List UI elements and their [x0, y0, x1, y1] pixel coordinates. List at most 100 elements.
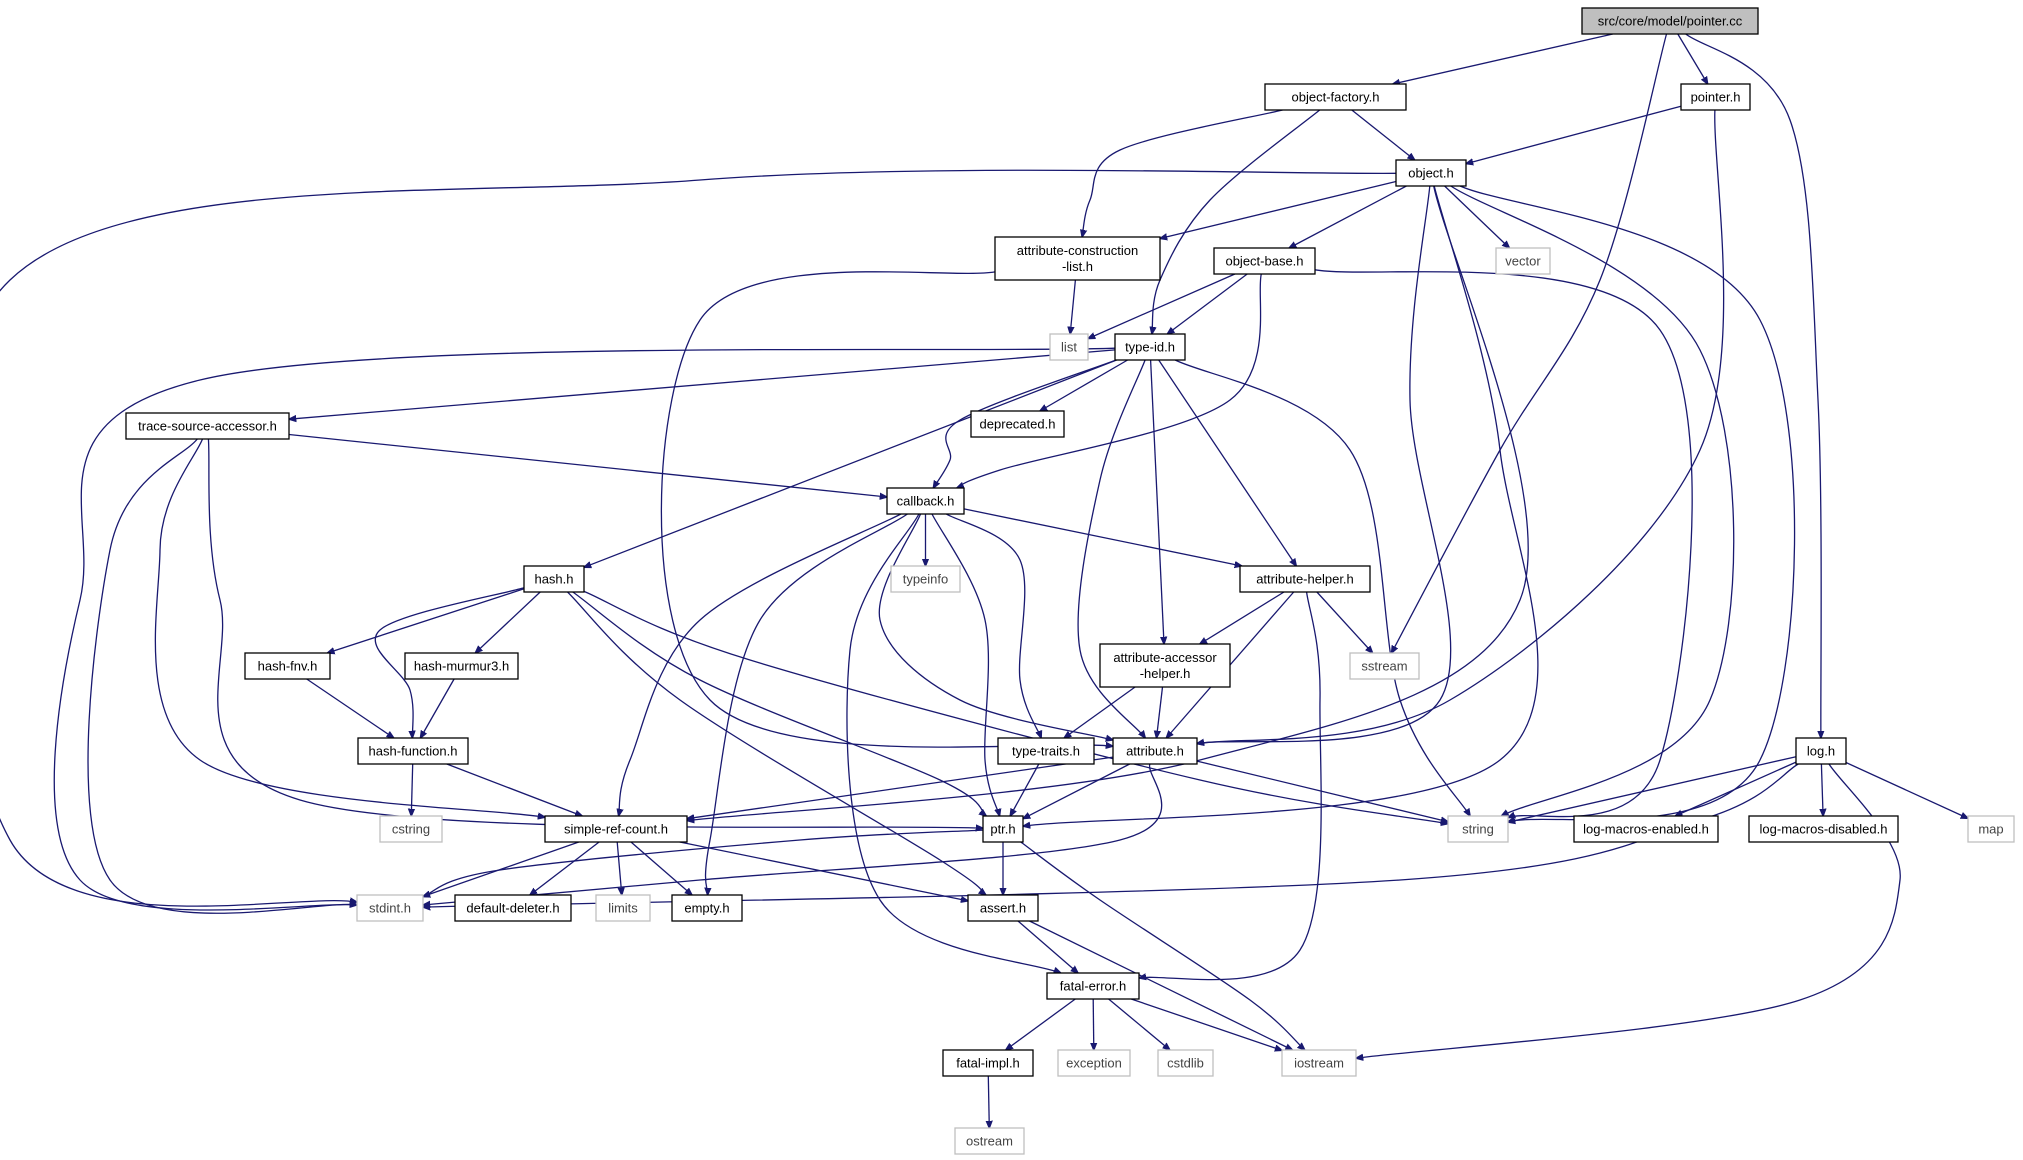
edge-path: [1010, 763, 1040, 816]
edge-object-to-simple-ref: [687, 185, 1529, 821]
edge-attr-construction-to-list: [1070, 279, 1077, 334]
node-hash-murmur[interactable]: hash-murmur3.h: [404, 652, 519, 680]
edge-attr-helper-to-attr-accessor: [1200, 591, 1285, 644]
node-log-disabled[interactable]: log-macros-disabled.h: [1748, 815, 1899, 843]
node-object-base[interactable]: object-base.h: [1213, 247, 1316, 275]
node-box: [1114, 333, 1186, 361]
node-hash-fnv[interactable]: hash-fnv.h: [244, 652, 331, 680]
edge-path: [1088, 273, 1236, 339]
edge-type-id-to-string: [1174, 359, 1470, 816]
node-box: [671, 894, 743, 922]
edge-path: [87, 438, 357, 914]
edge-path: [679, 841, 968, 901]
node-log-enabled[interactable]: log-macros-enabled.h: [1573, 815, 1719, 843]
node-empty[interactable]: empty.h: [671, 894, 743, 922]
node-trace-source[interactable]: trace-source-accessor.h: [125, 412, 290, 440]
edge-trace-source-to-stdint: [87, 438, 357, 914]
node-log[interactable]: log.h: [1795, 737, 1847, 765]
edge-root-to-object-factory: [1393, 33, 1613, 84]
node-callback[interactable]: callback.h: [886, 487, 965, 515]
edge-pointer-to-attribute: [1197, 109, 1725, 744]
node-object[interactable]: object.h: [1395, 159, 1467, 187]
node-fatal-impl[interactable]: fatal-impl.h: [942, 1049, 1034, 1077]
node-box: [1112, 737, 1198, 765]
edge-path: [706, 513, 908, 895]
node-label: attribute-construction: [1017, 243, 1138, 258]
node-attr-construction[interactable]: attribute-construction-list.h: [994, 236, 1161, 281]
node-pointer[interactable]: pointer.h: [1680, 83, 1751, 111]
node-hash[interactable]: hash.h: [523, 565, 585, 593]
node-attr-helper[interactable]: attribute-helper.h: [1239, 565, 1371, 593]
node-box: [886, 487, 965, 515]
node-label: fatal-impl.h: [956, 1056, 1020, 1071]
node-type-traits[interactable]: type-traits.h: [997, 737, 1095, 765]
node-box: [994, 236, 1161, 281]
edge-path: [1392, 33, 1668, 653]
edge-path: [1070, 279, 1077, 334]
edge-object-to-vector: [1444, 185, 1510, 248]
edge-attribute-to-simple-ref: [687, 756, 1114, 819]
node-list: list: [1049, 333, 1089, 361]
node-ptr[interactable]: ptr.h: [982, 815, 1024, 843]
node-label: string: [1462, 822, 1494, 837]
node-box: [942, 1049, 1034, 1077]
node-box: [1349, 652, 1420, 680]
node-iostream: iostream: [1281, 1049, 1357, 1077]
edge-log-to-iostream: [1356, 763, 1901, 1058]
node-hash-function[interactable]: hash-function.h: [357, 737, 469, 765]
edge-path: [660, 271, 1113, 747]
node-type-id[interactable]: type-id.h: [1114, 333, 1186, 361]
node-box: [967, 894, 1039, 922]
edge-hash-to-ptr: [572, 591, 987, 816]
node-box: [1046, 972, 1140, 1000]
node-box: [1157, 1049, 1214, 1077]
edge-path: [572, 591, 987, 816]
edge-callback-to-ptr: [931, 513, 1000, 816]
edge-path: [327, 588, 525, 653]
edge-log-to-string: [1508, 756, 1797, 823]
node-box: [595, 894, 651, 922]
edge-hash-to-string: [583, 590, 1448, 823]
node-simple-ref[interactable]: simple-ref-count.h: [544, 815, 688, 843]
edge-object-to-attribute: [1197, 185, 1452, 744]
edge-path: [1020, 841, 1305, 1050]
edge-path: [846, 513, 1061, 973]
node-default-deleter[interactable]: default-deleter.h: [454, 894, 572, 922]
edge-ptr-to-stdint: [423, 829, 984, 897]
edge-path: [1108, 998, 1170, 1050]
edge-type-id-to-attribute: [1077, 359, 1145, 738]
node-fatal-error[interactable]: fatal-error.h: [1046, 972, 1140, 1000]
node-label: ostream: [966, 1134, 1013, 1149]
edge-attr-helper-to-fatal-error: [1139, 591, 1322, 980]
edge-path: [1197, 185, 1452, 744]
edge-object-base-to-list: [1088, 273, 1236, 339]
edge-path: [567, 591, 986, 895]
edge-hash-murmur-to-hash-function: [420, 678, 455, 738]
edge-object-to-object-base: [1289, 185, 1407, 248]
edge-path: [583, 590, 1448, 823]
node-deprecated[interactable]: deprecated.h: [970, 410, 1065, 438]
edge-path: [1149, 359, 1164, 644]
node-label: ptr.h: [990, 822, 1015, 837]
node-attribute[interactable]: attribute.h: [1112, 737, 1198, 765]
edge-log-to-map: [1845, 761, 1968, 819]
edge-object-to-string: [1450, 185, 1735, 816]
edge-path: [957, 273, 1262, 488]
node-attr-accessor[interactable]: attribute-accessor-helper.h: [1099, 643, 1231, 688]
node-box: [970, 410, 1065, 438]
edge-type-id-to-deprecated: [1040, 359, 1128, 411]
node-root[interactable]: src/core/model/pointer.cc: [1581, 7, 1759, 35]
node-box: [1264, 83, 1407, 111]
edge-path: [1023, 185, 1539, 826]
edge-type-id-to-trace-source: [289, 349, 1116, 419]
node-assert[interactable]: assert.h: [967, 894, 1039, 922]
node-box: [997, 737, 1095, 765]
node-object-factory[interactable]: object-factory.h: [1264, 83, 1407, 111]
edge-path: [154, 438, 545, 817]
edge-attr-helper-to-sstream: [1316, 591, 1373, 653]
node-box: [1447, 815, 1509, 843]
edge-path: [1158, 359, 1297, 566]
edge-path: [1077, 359, 1145, 738]
edge-path: [963, 508, 1242, 566]
